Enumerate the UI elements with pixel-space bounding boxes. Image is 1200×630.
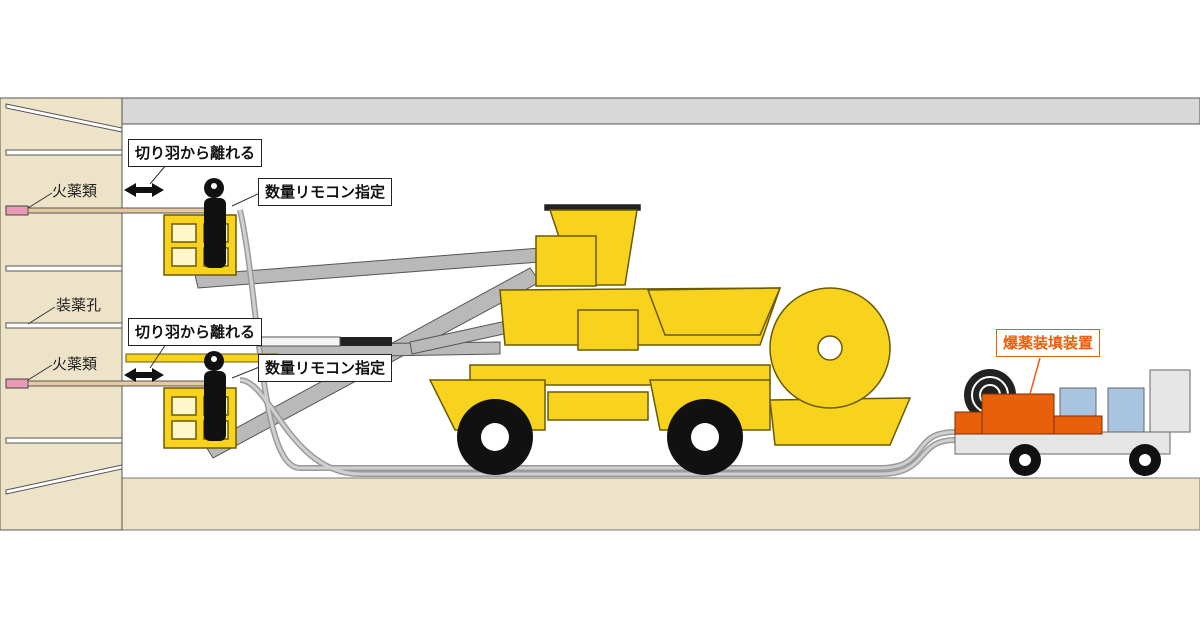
boom-tip xyxy=(340,337,392,346)
loading-device-trailer xyxy=(954,357,1191,476)
double-arrow-bottom xyxy=(124,368,164,382)
callout-remote-bottom: 数量リモコン指定 xyxy=(258,354,393,382)
machine-wheel-front xyxy=(457,399,533,475)
label-loading-device: 爆薬装填装置 xyxy=(996,329,1101,357)
trailer-cabinet xyxy=(1149,369,1191,433)
label-charge-hole: 装薬孔 xyxy=(56,296,102,314)
mid-frame xyxy=(547,391,649,421)
charge-hole xyxy=(5,103,123,133)
charge-hole xyxy=(5,322,123,329)
label-explosive-bottom: 火薬類 xyxy=(52,355,98,373)
charge-hole xyxy=(5,464,123,495)
explosive-cartridge-top xyxy=(5,205,29,216)
hopper-box xyxy=(535,235,597,287)
callout-move-away-bottom: 切り羽から離れる xyxy=(128,318,263,346)
worker-lower xyxy=(204,351,226,441)
tunnel-ceiling xyxy=(121,97,1200,125)
charging-machine xyxy=(428,204,912,446)
body-side xyxy=(646,287,782,336)
label-explosive-top: 火薬類 xyxy=(52,182,98,200)
charge-hole xyxy=(5,437,123,444)
reel-hub xyxy=(817,335,843,361)
body-panel xyxy=(577,309,639,351)
callout-remote-top: 数量リモコン指定 xyxy=(258,178,393,206)
tunnel-floor xyxy=(121,477,1200,531)
double-arrow-top xyxy=(124,183,164,197)
device-base-right xyxy=(1053,415,1103,435)
callout-move-away-top: 切り羽から離れる xyxy=(128,139,263,167)
charge-hole xyxy=(5,265,123,272)
charge-hole xyxy=(5,149,123,156)
machine-wheel-rear xyxy=(667,399,743,475)
platform-deck xyxy=(125,353,279,363)
explosive-cartridge-bottom xyxy=(5,378,29,389)
charging-hose-top xyxy=(27,207,209,214)
device-body xyxy=(981,393,1055,435)
worker-upper xyxy=(204,178,226,268)
container-right xyxy=(1107,387,1145,433)
boom-tip-extension xyxy=(257,336,341,347)
tunnel-face-rock xyxy=(0,97,123,531)
charging-hose-bottom xyxy=(27,380,209,387)
machine-top-cap xyxy=(544,204,641,211)
